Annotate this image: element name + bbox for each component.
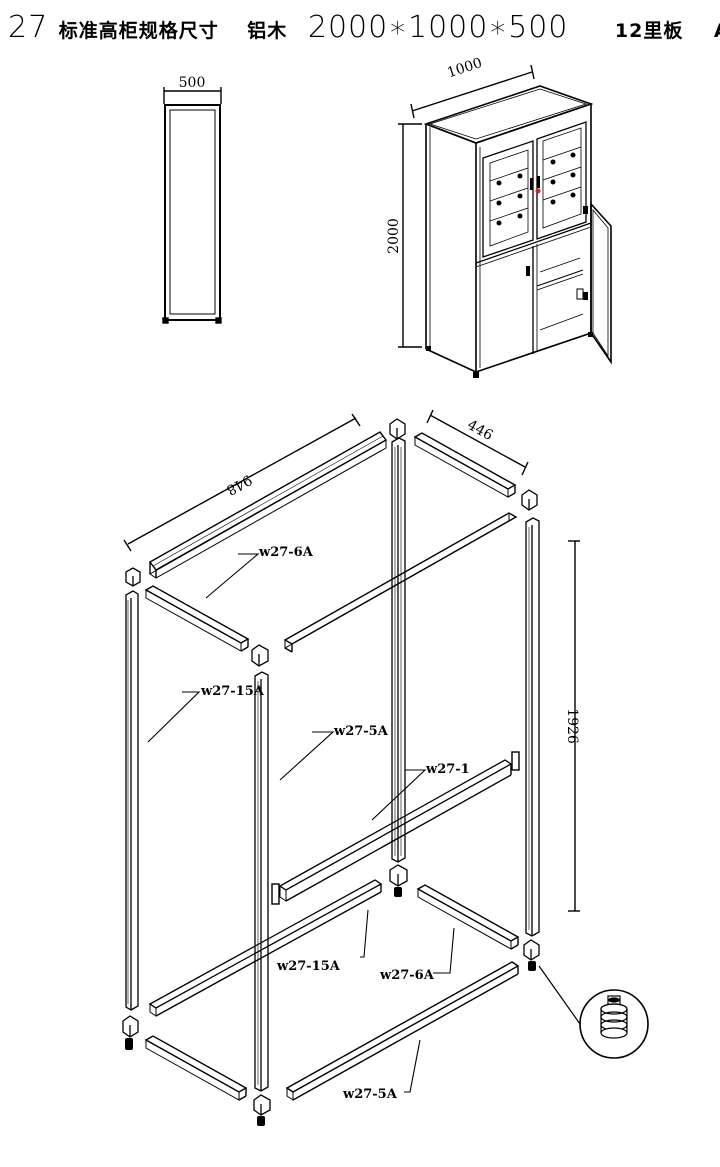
exploded-frame: 948 446 1926: [122, 409, 649, 1126]
post-height-label: 1926: [564, 708, 580, 744]
front-height-label: 2000: [386, 218, 402, 254]
title-material: 铝木: [247, 20, 288, 42]
part-label-post-left: w27-15A: [200, 684, 265, 699]
rail-long-label: 948: [223, 471, 254, 498]
part-label-bottom-right: w27-6A: [379, 968, 435, 983]
title-grade: A料: [714, 16, 720, 43]
part-label-bottom-front: w27-5A: [342, 1087, 398, 1102]
side-outer-frame: [164, 104, 221, 321]
title-name: 标准高柜规格尺寸: [58, 20, 219, 42]
side-view: 500: [162, 75, 222, 324]
foot-detail-circle: [579, 989, 649, 1059]
front-view: 1000 2000: [386, 55, 612, 378]
page-title: 27 标准高柜规格尺寸 铝木 2000∗1000∗500 12里板 A料: [8, 10, 720, 50]
part-label-middle-rail: w27-1: [425, 762, 470, 777]
rail-short-label: 446: [464, 417, 495, 444]
rail-long-dimension-line: [127, 417, 357, 545]
front-width-dimension-line: [411, 71, 533, 112]
side-inner-frame: [169, 109, 216, 315]
title-board: 12里板: [614, 20, 684, 42]
side-depth-label: 500: [179, 75, 206, 91]
front-width-label: 1000: [445, 55, 484, 81]
part-label-rail-front: w27-5A: [333, 724, 389, 739]
title-number: 27: [8, 10, 49, 45]
title-size: 2000∗1000∗500: [307, 10, 569, 45]
rail-short-dimension-line: [429, 414, 526, 468]
part-label-top-short: w27-6A: [258, 545, 314, 560]
part-label-bottom-left: w27-15A: [276, 959, 341, 974]
